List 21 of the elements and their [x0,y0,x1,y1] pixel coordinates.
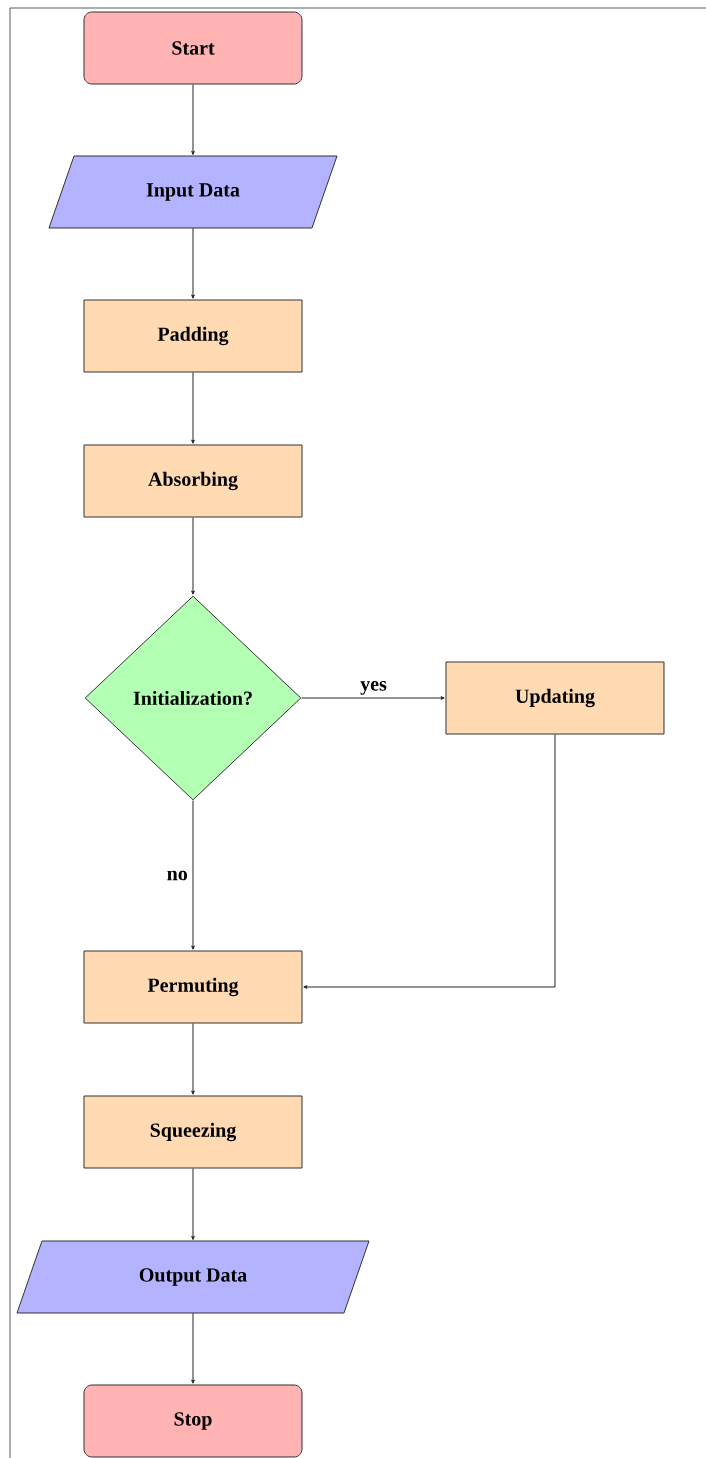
terminal-box: Stop [83,1384,303,1458]
arrow [191,227,195,299]
arrow [303,734,556,989]
process-box: Squeezing [83,1095,303,1169]
arrow [191,1168,195,1240]
arrow [191,800,195,950]
terminal-box: Start [83,11,303,85]
arrow [191,372,195,444]
edge-label: yes [359,680,388,696]
data-parallelogram: Input Data [48,155,338,229]
arrow [191,1312,195,1384]
edge-label: no [165,869,189,882]
process-box: Updating [445,661,665,735]
arrow [191,84,195,155]
process-box: Absorbing [83,444,303,518]
arrow [301,696,445,700]
process-box: Permuting [83,950,303,1024]
data-parallelogram: Output Data [16,1240,370,1314]
process-box: Padding [83,299,303,373]
arrow [191,517,195,595]
arrow [191,1023,195,1095]
